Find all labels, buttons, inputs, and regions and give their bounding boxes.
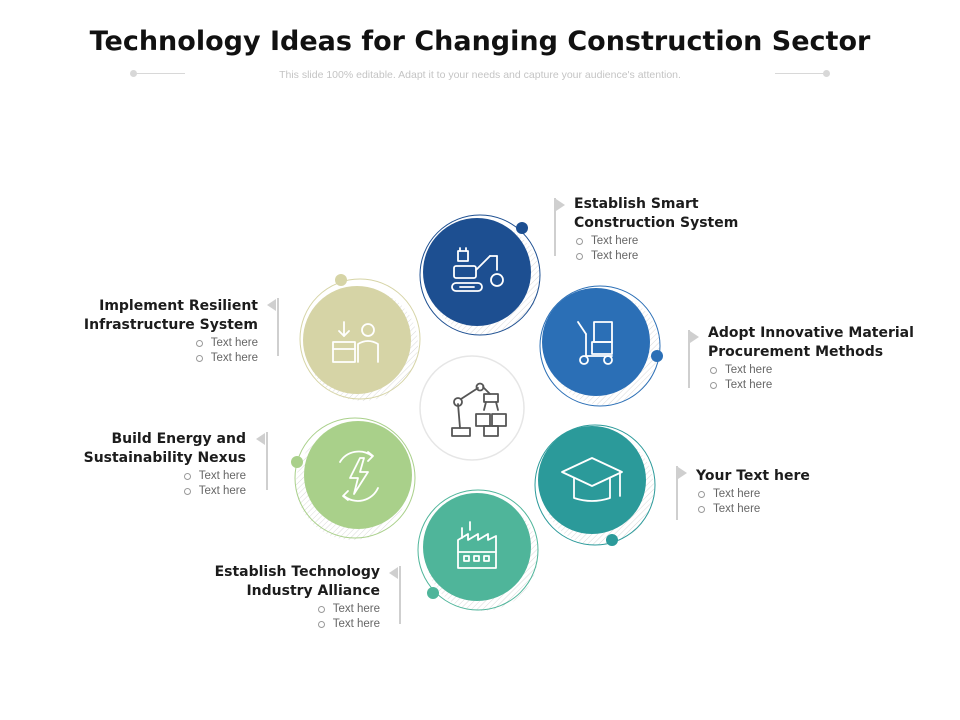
bullet-item: Text here — [194, 351, 258, 366]
industrial-robot-icon — [451, 382, 507, 437]
energy-cycle-icon — [339, 450, 379, 502]
marker-dot-4 — [427, 587, 439, 599]
item-resilient-infrastructure: Implement Resilient Infrastructure Syste… — [18, 297, 258, 366]
heading-line: Build Energy and — [111, 431, 246, 447]
bullet-item: Text here — [696, 487, 936, 502]
outline-4 — [417, 489, 539, 611]
flag-pole-3 — [676, 466, 678, 520]
bullet-item: Text here — [708, 378, 948, 393]
heading-line: Construction System — [574, 215, 739, 231]
marker-dot-1 — [516, 222, 528, 234]
circle-energy-nexus — [304, 421, 412, 529]
subtitle-rule-right-dot — [823, 70, 830, 77]
heading-line: Your Text here — [696, 468, 810, 484]
center-circle — [419, 355, 525, 461]
graduation-cap-icon — [561, 457, 623, 502]
circle-industry-alliance — [423, 493, 531, 601]
flag-pennant-2 — [690, 331, 699, 343]
circle-resilient-infrastructure — [303, 286, 411, 394]
factory-icon — [457, 521, 497, 569]
outline-6 — [299, 278, 421, 400]
heading-line: Infrastructure System — [83, 317, 258, 333]
flag-pennant-6 — [267, 299, 276, 311]
flag-pennant-4 — [389, 567, 398, 579]
outline-5 — [294, 417, 416, 539]
item-material-procurement: Adopt Innovative Material Procurement Me… — [708, 324, 948, 393]
bullet-item: Text here — [316, 617, 380, 632]
heading-line: Establish Technology — [214, 564, 380, 580]
circle-your-text — [538, 426, 646, 534]
marker-dot-5 — [291, 456, 303, 468]
subtitle-rule-left-dot — [130, 70, 137, 77]
bullet-item: Text here — [574, 234, 814, 249]
bullet-item: Text here — [182, 469, 246, 484]
circle-smart-construction — [423, 218, 531, 326]
outline-1 — [419, 214, 541, 336]
outline-3 — [534, 424, 656, 546]
flag-pole-6 — [277, 298, 279, 356]
robot-arm-crane-icon — [451, 247, 504, 292]
outline-2 — [539, 285, 661, 407]
item-energy-nexus: Build Energy and Sustainability Nexus Te… — [6, 430, 246, 499]
item-industry-alliance: Establish Technology Industry Alliance T… — [140, 563, 380, 632]
flag-pole-4 — [399, 566, 401, 624]
flag-pole-1 — [554, 198, 556, 256]
page-title: Technology Ideas for Changing Constructi… — [89, 26, 871, 57]
page-subtitle: This slide 100% editable. Adapt it to yo… — [279, 69, 681, 81]
flag-pennant-5 — [256, 433, 265, 445]
hand-truck-box-icon — [577, 321, 613, 365]
flag-pole-5 — [266, 432, 268, 490]
heading-line: Implement Resilient — [99, 298, 258, 314]
flag-pennant-3 — [678, 467, 687, 479]
heading-line: Sustainability Nexus — [83, 450, 246, 466]
heading-line: Establish Smart — [574, 196, 699, 212]
worker-package-icon — [332, 321, 379, 363]
marker-dot-2 — [651, 350, 663, 362]
marker-dot-3 — [606, 534, 618, 546]
bullet-item: Text here — [194, 336, 258, 351]
heading-line: Adopt Innovative Material — [708, 325, 914, 341]
heading-line: Procurement Methods — [708, 344, 884, 360]
bullet-item: Text here — [574, 249, 814, 264]
marker-dot-6 — [335, 274, 347, 286]
bullet-item: Text here — [182, 484, 246, 499]
flag-pole-2 — [688, 330, 690, 388]
item-smart-construction: Establish Smart Construction System Text… — [574, 195, 814, 264]
subtitle-rule-left — [133, 73, 185, 74]
bullet-item: Text here — [696, 502, 936, 517]
bullet-item: Text here — [708, 363, 948, 378]
bullet-item: Text here — [316, 602, 380, 617]
heading-line: Industry Alliance — [246, 583, 380, 599]
subtitle-rule-right — [775, 73, 827, 74]
flag-pennant-1 — [556, 199, 565, 211]
item-your-text: Your Text here Text here Text here — [696, 467, 936, 517]
